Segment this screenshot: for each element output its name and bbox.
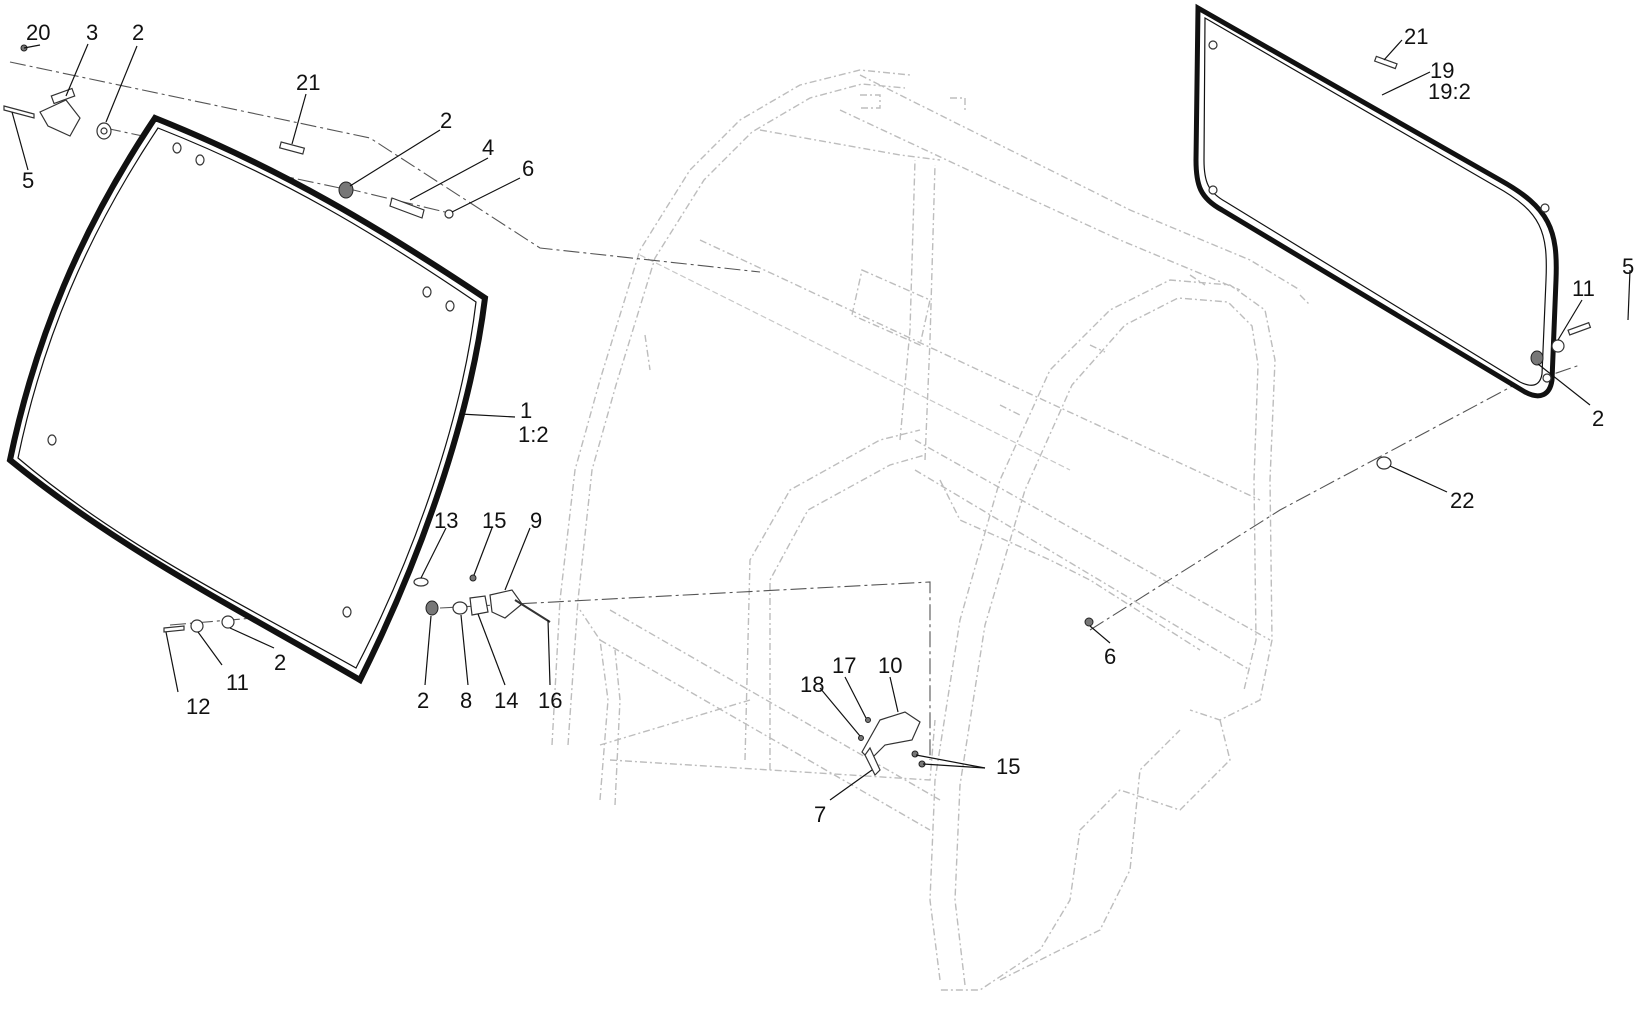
part-2-spacer: [338, 181, 354, 199]
rops-frame: [551, 69, 1311, 991]
callout-12: 12: [186, 694, 210, 719]
callout-19-2: 19:2: [1428, 79, 1471, 104]
callout-13: 13: [434, 508, 458, 533]
front-windshield: [6, 114, 489, 685]
part-15b: [911, 750, 919, 758]
callout-11: 11: [226, 670, 249, 695]
callout-20: 20: [26, 20, 50, 45]
part-4-strap: [389, 197, 425, 219]
callout-9: 9: [530, 508, 542, 533]
part-8: [452, 601, 468, 615]
part-2-lower: [425, 600, 439, 616]
part-9: [489, 589, 523, 619]
callout-8: 8: [460, 688, 472, 713]
part-3-bracket: [39, 99, 81, 137]
callout-18: 18: [800, 672, 824, 697]
callout-1-2: 1:2: [518, 422, 549, 447]
callout-19: 19: [1430, 58, 1454, 83]
part-18: [858, 735, 864, 741]
callout-5: 5: [22, 168, 34, 193]
part-15a: [469, 574, 477, 582]
part-2-washer-b: [221, 615, 235, 629]
callout-4: 4: [482, 135, 494, 160]
part-11-washer-r: [1551, 339, 1565, 353]
callout-10: 10: [878, 653, 902, 678]
part-6-nut-r: [1084, 617, 1094, 627]
callout-21: 21: [296, 70, 320, 95]
callout-2: 2: [274, 650, 286, 675]
rear-window: [1193, 3, 1559, 399]
part-12-bolt: [163, 625, 185, 633]
part-6-nut: [444, 209, 454, 219]
leader-lines: [11, 39, 1631, 801]
part-13: [413, 577, 429, 587]
part-22: [1376, 456, 1392, 470]
callout-2: 2: [1592, 406, 1604, 431]
callout-2: 2: [417, 688, 429, 713]
callout-15: 15: [996, 754, 1020, 779]
part-14: [469, 595, 489, 616]
callout-3: 3: [86, 20, 98, 45]
part-11-washer: [190, 619, 204, 633]
hardware: [3, 44, 1592, 777]
callout-21: 21: [1404, 24, 1428, 49]
part-5-bolt-r: [1567, 321, 1592, 336]
part-21-pin-r: [1373, 55, 1398, 70]
callout-6: 6: [1104, 644, 1116, 669]
callout-2: 2: [440, 108, 452, 133]
part-16: [514, 599, 551, 623]
part-10-catch: [861, 711, 921, 761]
part-21-pin: [278, 141, 306, 155]
part-17: [865, 717, 871, 723]
part-2-spacer-r: [1530, 350, 1544, 366]
callout-11: 11: [1572, 276, 1595, 301]
assembly-lines: [9, 61, 1581, 760]
part-5-bolt: [3, 105, 35, 119]
part-7: [864, 746, 881, 777]
callout-6: 6: [522, 156, 534, 181]
callout-2: 2: [132, 20, 144, 45]
callout-5: 5: [1622, 254, 1634, 279]
callout-15: 15: [482, 508, 506, 533]
callout-14: 14: [494, 688, 518, 713]
callout-16: 16: [538, 688, 562, 713]
callouts: 20 3 2 5 21 2 4 6 1 1:2 13 15 9 12 11 2 …: [22, 20, 1634, 827]
callout-22: 22: [1450, 488, 1474, 513]
callout-1: 1: [520, 398, 532, 423]
callout-7: 7: [814, 802, 826, 827]
callout-17: 17: [832, 653, 856, 678]
